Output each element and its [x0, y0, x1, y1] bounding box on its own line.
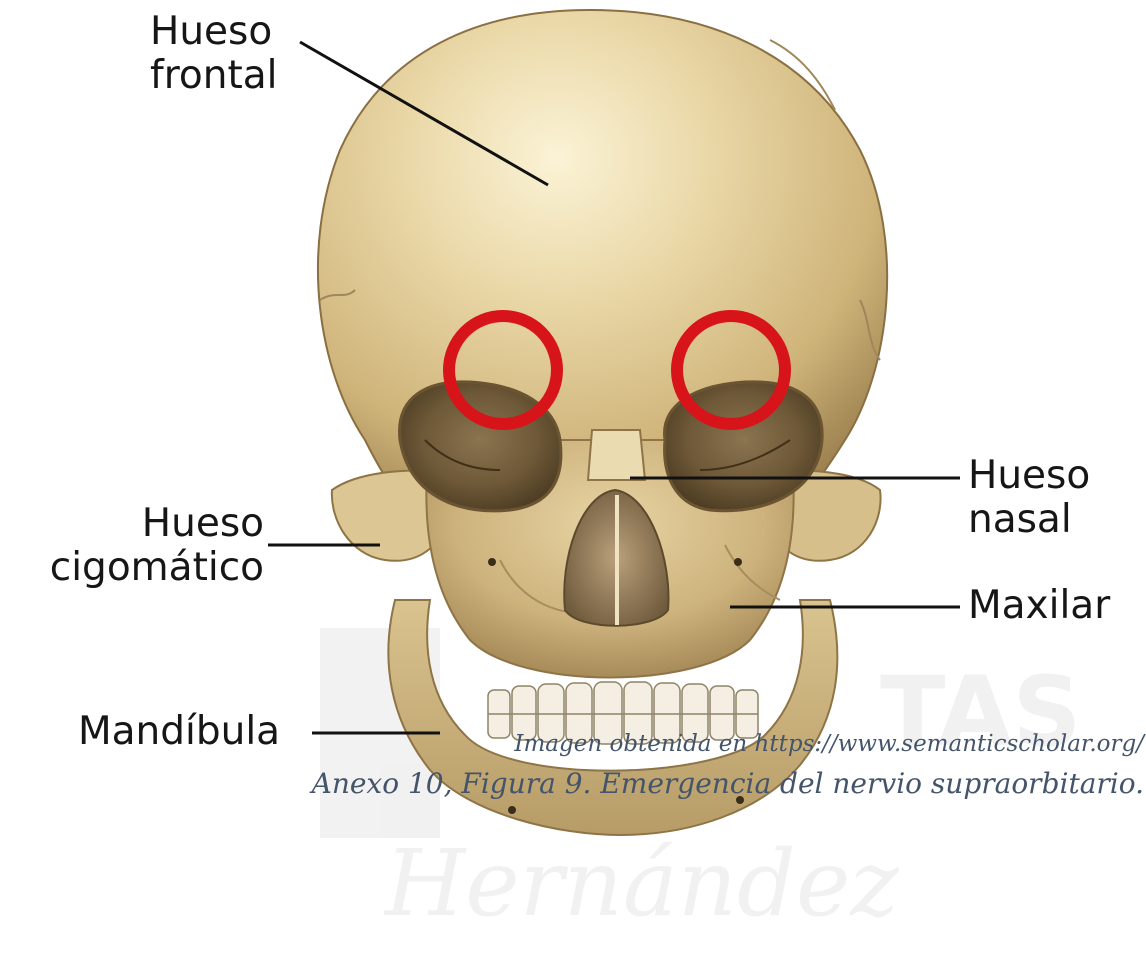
- svg-text:Hernández: Hernández: [383, 830, 899, 937]
- label-maxilar: Maxilar: [968, 584, 1110, 628]
- source-caption: Imagen obtenida en https://www.semantics…: [514, 731, 1144, 757]
- label-mandibula: Mandíbula: [78, 710, 280, 754]
- label-hueso-frontal: Hueso frontal: [150, 10, 278, 98]
- figure-caption: Anexo 10, Figura 9. Emergencia del nervi…: [312, 767, 1144, 800]
- label-hueso-cigomatico: Hueso cigomático: [6, 502, 264, 590]
- label-hueso-nasal: Hueso nasal: [968, 454, 1090, 542]
- mental-foramen-left: [508, 806, 516, 814]
